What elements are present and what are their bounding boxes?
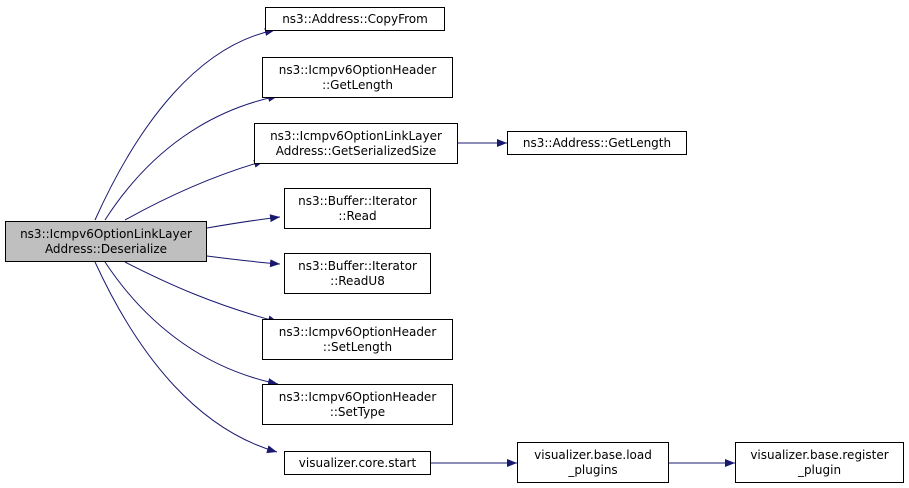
- node-label-line2: ::GetLength: [322, 77, 393, 92]
- edge-deserialize-readu8: [206, 255, 281, 268]
- node-label-line2: Address::Deserialize: [44, 241, 168, 256]
- node-label-line2: ::Read: [338, 208, 377, 223]
- node-label-line1: ns3::Buffer::Iterator: [298, 193, 417, 208]
- node-label-line2: ::ReadU8: [330, 273, 385, 288]
- node-deserialize[interactable]: ns3::Icmpv6OptionLinkLayer Address::Dese…: [5, 221, 207, 262]
- edge-deserialize-settype: [104, 261, 279, 386]
- node-label-line2: ::SetLength: [322, 339, 393, 354]
- node-label-line1: ns3::Icmpv6OptionLinkLayer: [20, 226, 192, 241]
- node-iterator-read[interactable]: ns3::Buffer::Iterator ::Read: [284, 188, 431, 229]
- node-visualizer-register-plugin[interactable]: visualizer.base.register _plugin: [735, 442, 904, 483]
- node-label-line1: ns3::Icmpv6OptionLinkLayer: [270, 128, 442, 143]
- node-label-line2: _plugins: [568, 462, 618, 477]
- node-label-line2: ::SetType: [329, 404, 386, 419]
- node-label-line1: ns3::Buffer::Iterator: [298, 258, 417, 273]
- node-label-line2: _plugin: [797, 462, 842, 477]
- node-label-line1: visualizer.core.start: [298, 455, 417, 470]
- node-label-line1: ns3::Icmpv6OptionHeader: [278, 389, 437, 404]
- node-optionheader-setlength[interactable]: ns3::Icmpv6OptionHeader ::SetLength: [262, 319, 453, 360]
- node-label-line1: visualizer.base.register: [750, 447, 889, 462]
- node-iterator-readu8[interactable]: ns3::Buffer::Iterator ::ReadU8: [284, 253, 431, 294]
- node-label-line2: Address::GetSerializedSize: [275, 143, 437, 158]
- node-label-line1: ns3::Icmpv6OptionHeader: [278, 324, 437, 339]
- edge-deserialize-getlength: [104, 94, 279, 221]
- edge-deserialize-setlength: [124, 261, 279, 324]
- node-optionheader-getlength[interactable]: ns3::Icmpv6OptionHeader ::GetLength: [262, 57, 453, 98]
- node-address-copyfrom[interactable]: ns3::Address::CopyFrom: [265, 7, 445, 31]
- edge-deserialize-corestart: [94, 261, 278, 454]
- edge-deserialize-read: [206, 214, 281, 229]
- node-linklayer-getserializedsize[interactable]: ns3::Icmpv6OptionLinkLayer Address::GetS…: [254, 123, 458, 164]
- edge-deserialize-copyfrom: [94, 28, 276, 221]
- node-optionheader-settype[interactable]: ns3::Icmpv6OptionHeader ::SetType: [262, 384, 453, 425]
- node-label-line1: visualizer.base.load: [534, 447, 652, 462]
- node-address-getlength[interactable]: ns3::Address::GetLength: [507, 131, 687, 155]
- node-label-line1: ns3::Address::GetLength: [522, 135, 672, 150]
- node-visualizer-load-plugins[interactable]: visualizer.base.load _plugins: [517, 442, 669, 483]
- edge-deserialize-getserial: [124, 159, 265, 221]
- node-visualizer-core-start[interactable]: visualizer.core.start: [284, 451, 431, 475]
- node-label-line1: ns3::Address::CopyFrom: [282, 11, 428, 26]
- node-label-line1: ns3::Icmpv6OptionHeader: [278, 62, 437, 77]
